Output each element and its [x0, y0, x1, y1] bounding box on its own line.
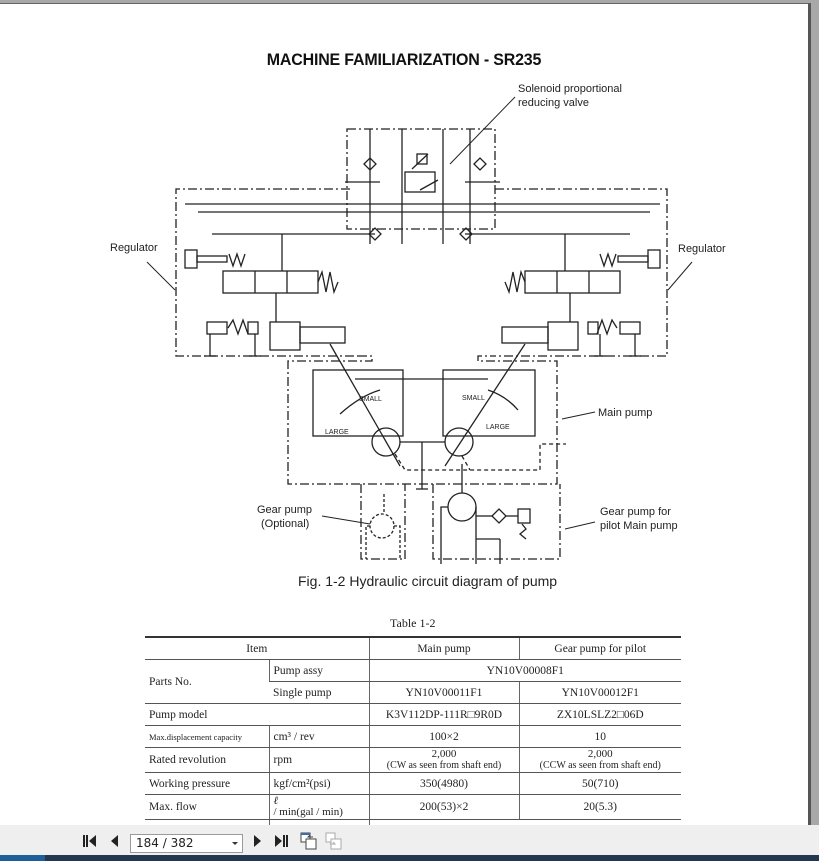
page-title: MACHINE FAMILIARIZATION - SR235: [266, 50, 542, 69]
header-main-pump: Main pump: [368, 637, 519, 660]
first-page-icon: [83, 835, 96, 847]
solenoid-label-line1: Solenoid proportional: [518, 83, 622, 95]
tank-symbols: [204, 355, 641, 490]
regulator-left-internals: [184, 234, 346, 356]
revolution-main-note: (CW as seen from shaft end): [386, 760, 502, 771]
regulator-right-outline: [490, 188, 668, 357]
cut-cell: [368, 819, 681, 826]
previous-view-icon: [300, 832, 317, 850]
pressure-unit: kgf/cm²(psi): [268, 772, 369, 795]
page-indicator: 184 / 382: [136, 836, 194, 850]
displacement-gear: 10: [518, 725, 681, 748]
vertical-scrollbar[interactable]: [811, 0, 819, 825]
regulator-left-outline: [175, 188, 358, 357]
page-number-select[interactable]: 184 / 382: [130, 834, 243, 853]
chevron-down-icon: [232, 842, 238, 845]
displacement-label: Max.displacement capacity: [145, 725, 269, 748]
gear-pump-pilot-outline: [432, 484, 561, 560]
large-right-label: LARGE: [486, 424, 510, 431]
pressure-gear: 50(710): [518, 772, 681, 795]
last-page-icon: [275, 835, 288, 847]
check-valves: [363, 157, 487, 241]
revolution-gear-note: (CCW as seen from shaft end): [539, 760, 661, 771]
table-row: Single pump YN10V00011F1 YN10V00012F1: [145, 681, 681, 704]
large-left-label: LARGE: [325, 429, 349, 436]
document-page: MACHINE FAMILIARIZATION - SR235: [0, 3, 811, 826]
next-page-button[interactable]: [252, 833, 264, 849]
revolution-main-value: 2,000: [431, 748, 457, 760]
status-bar: [0, 855, 819, 861]
flow-label: Max. flow: [145, 794, 269, 820]
gear-pump-optional-symbol: [365, 494, 401, 559]
gear-pump-pilot-label-line2: pilot Main pump: [600, 520, 678, 532]
previous-view-button[interactable]: [300, 832, 318, 850]
regulator-right-internals: [501, 234, 661, 356]
pump-assy-label: Pump assy: [268, 659, 369, 682]
cut-cell: [268, 819, 369, 826]
solenoid-block: [346, 128, 496, 230]
drain-lines: [394, 443, 566, 471]
gear-pump-pilot-label-line1: Gear pump for: [600, 506, 671, 518]
small-right-label: SMALL: [462, 395, 485, 402]
next-view-icon: [325, 832, 342, 850]
next-view-button[interactable]: [325, 832, 343, 850]
small-left-label: SMALL: [359, 396, 382, 403]
regulator-right-label: Regulator: [678, 243, 726, 255]
table-row: Working pressure kgf/cm²(psi) 350(4980) …: [145, 772, 681, 795]
pressure-label: Working pressure: [145, 772, 269, 795]
displacement-main: 100×2: [368, 725, 519, 748]
next-page-icon: [254, 835, 261, 847]
page-navigation-toolbar: [0, 825, 819, 855]
hydraulic-circuit-diagram: [146, 96, 693, 564]
revolution-gear: 2,000 (CCW as seen from shaft end): [518, 747, 681, 773]
flow-unit-line2: / min(gal / min): [273, 806, 343, 818]
solenoid-valve-symbol: [404, 153, 439, 193]
revolution-label: Rated revolution: [145, 747, 269, 773]
table-header-row: Item Main pump Gear pump for pilot: [145, 637, 681, 660]
first-page-button[interactable]: [83, 833, 97, 849]
table-row: Parts No. Pump assy YN10V00008F1: [145, 659, 681, 704]
flow-unit-line1: ℓ: [273, 795, 279, 807]
flow-unit: ℓ / min(gal / min): [268, 794, 369, 820]
pressure-main: 350(4980): [368, 772, 519, 795]
table-row: Max.displacement capacity cm³ / rev 100×…: [145, 725, 681, 748]
revolution-main: 2,000 (CW as seen from shaft end): [368, 747, 519, 773]
table-title: Table 1-2: [390, 616, 436, 630]
parts-no-label: Parts No.: [145, 659, 269, 704]
pump-model-label: Pump model: [145, 703, 369, 726]
main-pump-symbols: [312, 343, 536, 489]
table-row: Rated revolution rpm 2,000 (CW as seen f…: [145, 747, 681, 773]
gear-pump-optional-label-line2: (Optional): [261, 518, 310, 530]
single-pump-label: Single pump: [269, 681, 369, 704]
last-page-button[interactable]: [274, 833, 288, 849]
main-pump-label: Main pump: [598, 407, 653, 419]
table-row-cut: [145, 819, 681, 826]
regulator-left-label: Regulator: [110, 242, 158, 254]
displacement-unit: cm³ / rev: [268, 725, 369, 748]
pump-assy-value: YN10V00008F1: [368, 659, 681, 682]
solenoid-label-line2: reducing valve: [518, 97, 589, 109]
pump-model-main: K3V112DP-111R□9R0D: [368, 703, 519, 726]
gear-pump-pilot-symbol: [440, 464, 531, 564]
revolution-unit: rpm: [268, 747, 369, 773]
pump-spec-table: Item Main pump Gear pump for pilot Parts…: [145, 636, 681, 826]
previous-page-button[interactable]: [108, 833, 120, 849]
revolution-gear-value: 2,000: [587, 748, 613, 760]
status-progress: [0, 855, 45, 861]
single-pump-gear: YN10V00012F1: [518, 681, 681, 704]
figure-caption: Fig. 1-2 Hydraulic circuit diagram of pu…: [298, 573, 558, 589]
gear-pump-optional-label-line1: Gear pump: [257, 504, 313, 516]
header-item: Item: [145, 637, 369, 660]
prev-page-icon: [111, 835, 118, 847]
header-gear-pump: Gear pump for pilot: [518, 637, 681, 660]
single-pump-main: YN10V00011F1: [368, 681, 519, 704]
pump-model-gear: ZX10LSLZ2□06D: [518, 703, 681, 726]
table-row: Max. flow ℓ / min(gal / min) 200(53)×2 2…: [145, 794, 681, 820]
table-row: Pump model K3V112DP-111R□9R0D ZX10LSLZ2□…: [145, 703, 681, 726]
gear-pump-optional-outline: [360, 484, 406, 560]
flow-main: 200(53)×2: [368, 794, 519, 820]
pilot-lines: [185, 129, 660, 244]
leader-lines: [146, 261, 693, 530]
flow-gear: 20(5.3): [518, 794, 681, 820]
